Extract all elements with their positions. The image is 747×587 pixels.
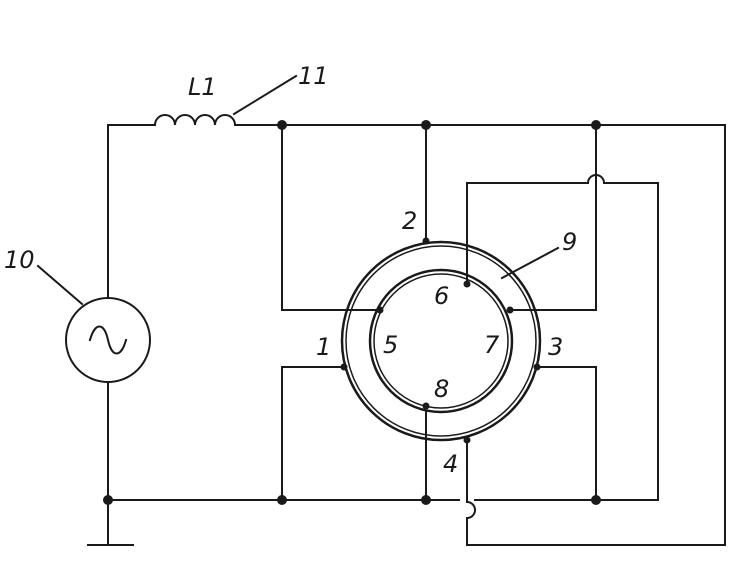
left-bus: [87, 124, 134, 546]
inductor-coil: [153, 114, 237, 127]
label-terminal-8: 8: [434, 375, 449, 403]
terminal-wires: [281, 124, 597, 501]
label-9: 9: [562, 228, 577, 256]
label-terminal-4: 4: [443, 450, 458, 478]
top-wire: [107, 114, 726, 546]
label-terminal-5: 5: [383, 331, 398, 359]
leader-lines: [36, 74, 560, 306]
coil-rings: [340, 240, 542, 442]
label-terminal-6: 6: [434, 282, 449, 310]
label-10: 10: [4, 246, 35, 274]
ac-source: [65, 297, 151, 383]
label-terminal-2: 2: [402, 207, 417, 235]
junctions: [103, 120, 601, 505]
label-l1: L1: [188, 73, 217, 101]
label-terminal-7: 7: [484, 331, 500, 359]
label-11: 11: [298, 62, 329, 90]
label-terminal-3: 3: [548, 333, 563, 361]
sine-icon: [88, 325, 128, 355]
label-terminal-1: 1: [316, 333, 331, 361]
